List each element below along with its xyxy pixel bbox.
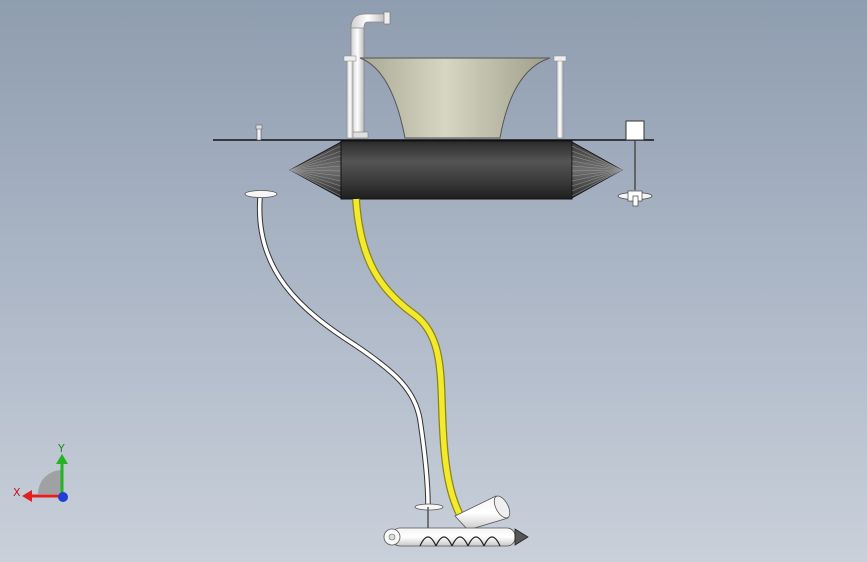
propeller (617, 190, 653, 207)
control-box (625, 120, 645, 141)
main-float-body (289, 140, 623, 200)
axis-triad: Y X (13, 442, 68, 502)
support-post-left (346, 59, 354, 139)
white-hose (256, 197, 431, 507)
y-axis-label: Y (57, 442, 65, 455)
funnel (359, 57, 551, 139)
vent-pipe (347, 11, 391, 139)
white-hose-float (244, 190, 278, 198)
x-axis-label: X (13, 486, 21, 499)
z-axis-dot (58, 492, 68, 502)
dredge-head (383, 495, 529, 547)
small-post (256, 127, 262, 141)
support-post-right (556, 59, 564, 139)
